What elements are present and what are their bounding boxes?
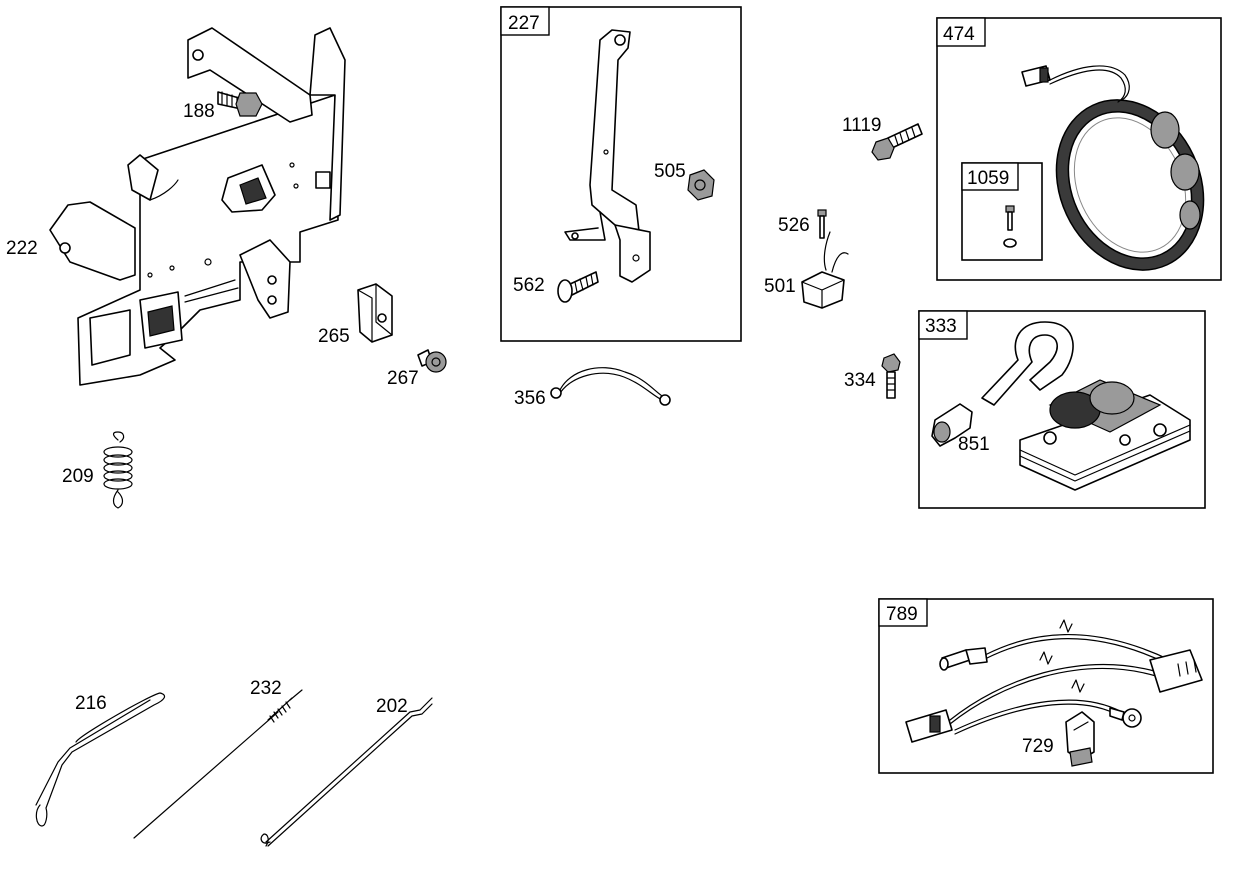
screw-267-drawing: [417, 349, 447, 373]
ground-wire-356-drawing: [550, 367, 671, 406]
label-202: 202: [376, 696, 408, 717]
label-526: 526: [778, 215, 810, 236]
screw-526-drawing: [817, 209, 827, 239]
bolt-334-drawing: [881, 353, 901, 399]
label-232: 232: [250, 678, 282, 699]
label-1119: 1119: [842, 115, 881, 136]
screw-188-drawing: [217, 91, 263, 117]
control-bracket-drawing: [49, 27, 346, 386]
label-188: 188: [183, 101, 215, 122]
label-334: 334: [844, 370, 876, 391]
link-216-drawing: [35, 692, 166, 827]
box-789: [878, 598, 1214, 774]
label-729: 729: [1022, 736, 1054, 757]
label-474: 474: [943, 24, 975, 45]
link-202-drawing: [260, 697, 433, 847]
spring-209-drawing: [103, 431, 133, 509]
label-265: 265: [318, 326, 350, 347]
cable-232-drawing: [133, 689, 303, 839]
label-227: 227: [508, 13, 540, 34]
label-222: 222: [6, 238, 38, 259]
label-1059: 1059: [967, 168, 1009, 189]
box-227: [500, 6, 742, 342]
label-501: 501: [764, 276, 796, 297]
box-333: [918, 310, 1206, 509]
label-356: 356: [514, 388, 546, 409]
module-501-drawing: [801, 231, 849, 309]
labels: 188 222 265 267 209 227 505 562 356 1119…: [6, 13, 1054, 757]
label-209: 209: [62, 466, 94, 487]
label-333: 333: [925, 316, 957, 337]
label-505: 505: [654, 161, 686, 182]
label-216: 216: [75, 693, 107, 714]
clip-265-drawing: [357, 283, 393, 343]
label-851: 851: [958, 434, 990, 455]
box-474: [936, 17, 1222, 281]
label-267: 267: [387, 368, 419, 389]
label-789: 789: [886, 604, 918, 625]
label-562: 562: [513, 275, 545, 296]
bolt-1119-drawing: [871, 123, 923, 161]
